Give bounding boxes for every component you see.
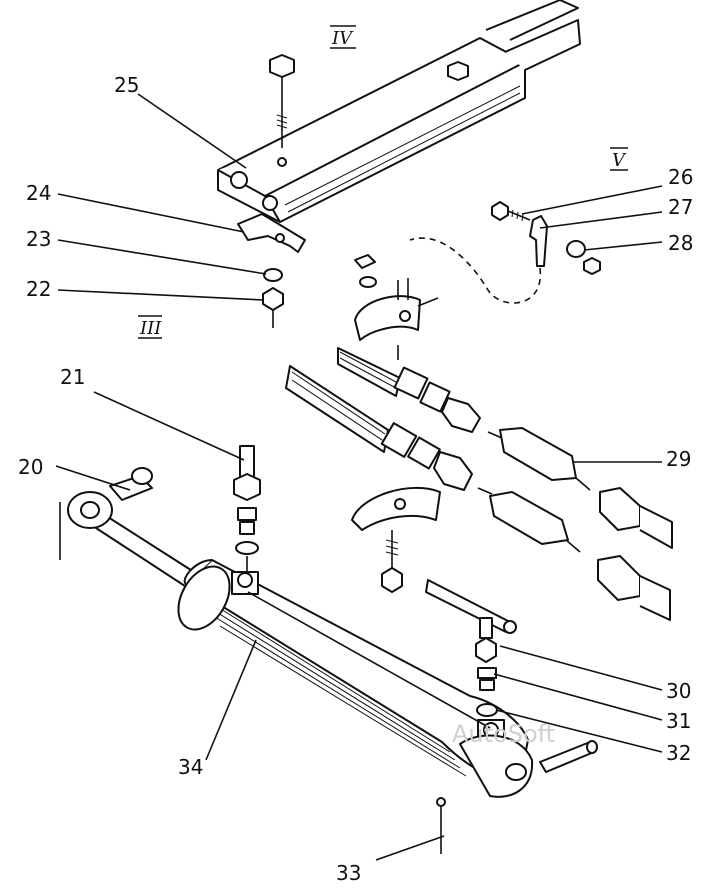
lower-hose-clamp [351,487,441,593]
callout-33: 33 [336,861,361,885]
hydraulic-cylinder [59,491,598,798]
view-label-iv: IV [331,28,354,49]
callout-21: 21 [60,365,85,389]
callout-25: 25 [114,73,139,97]
callout-27: 27 [668,195,693,219]
view-label-iii: III [139,318,162,339]
callout-29: 29 [666,447,691,471]
callout-24: 24 [26,181,51,205]
pivot-pin [109,467,153,501]
mounting-bracket [217,0,581,223]
leader-lines [55,93,663,861]
callout-32: 32 [666,741,691,765]
callout-31: 31 [666,709,691,733]
callout-22: 22 [26,277,51,301]
callout-30: 30 [666,679,691,703]
callout-23: 23 [26,227,51,251]
hose-clip-hardware [409,201,601,304]
washer-and-nut [262,268,284,328]
banjo-fitting-21 [233,445,261,572]
callout-28: 28 [668,231,693,255]
callout-34: 34 [178,755,203,779]
view-label-v: V [612,150,627,171]
fitting-stack-30-32 [425,579,517,717]
hydraulic-hoses [285,254,481,491]
watermark: AutoSoft [452,720,555,748]
split-pin [436,797,446,854]
callout-26: 26 [668,165,693,189]
hose-couplings [477,427,673,621]
callout-20: 20 [18,455,43,479]
clip-plate [237,213,306,253]
bracket-bolt [269,54,295,148]
